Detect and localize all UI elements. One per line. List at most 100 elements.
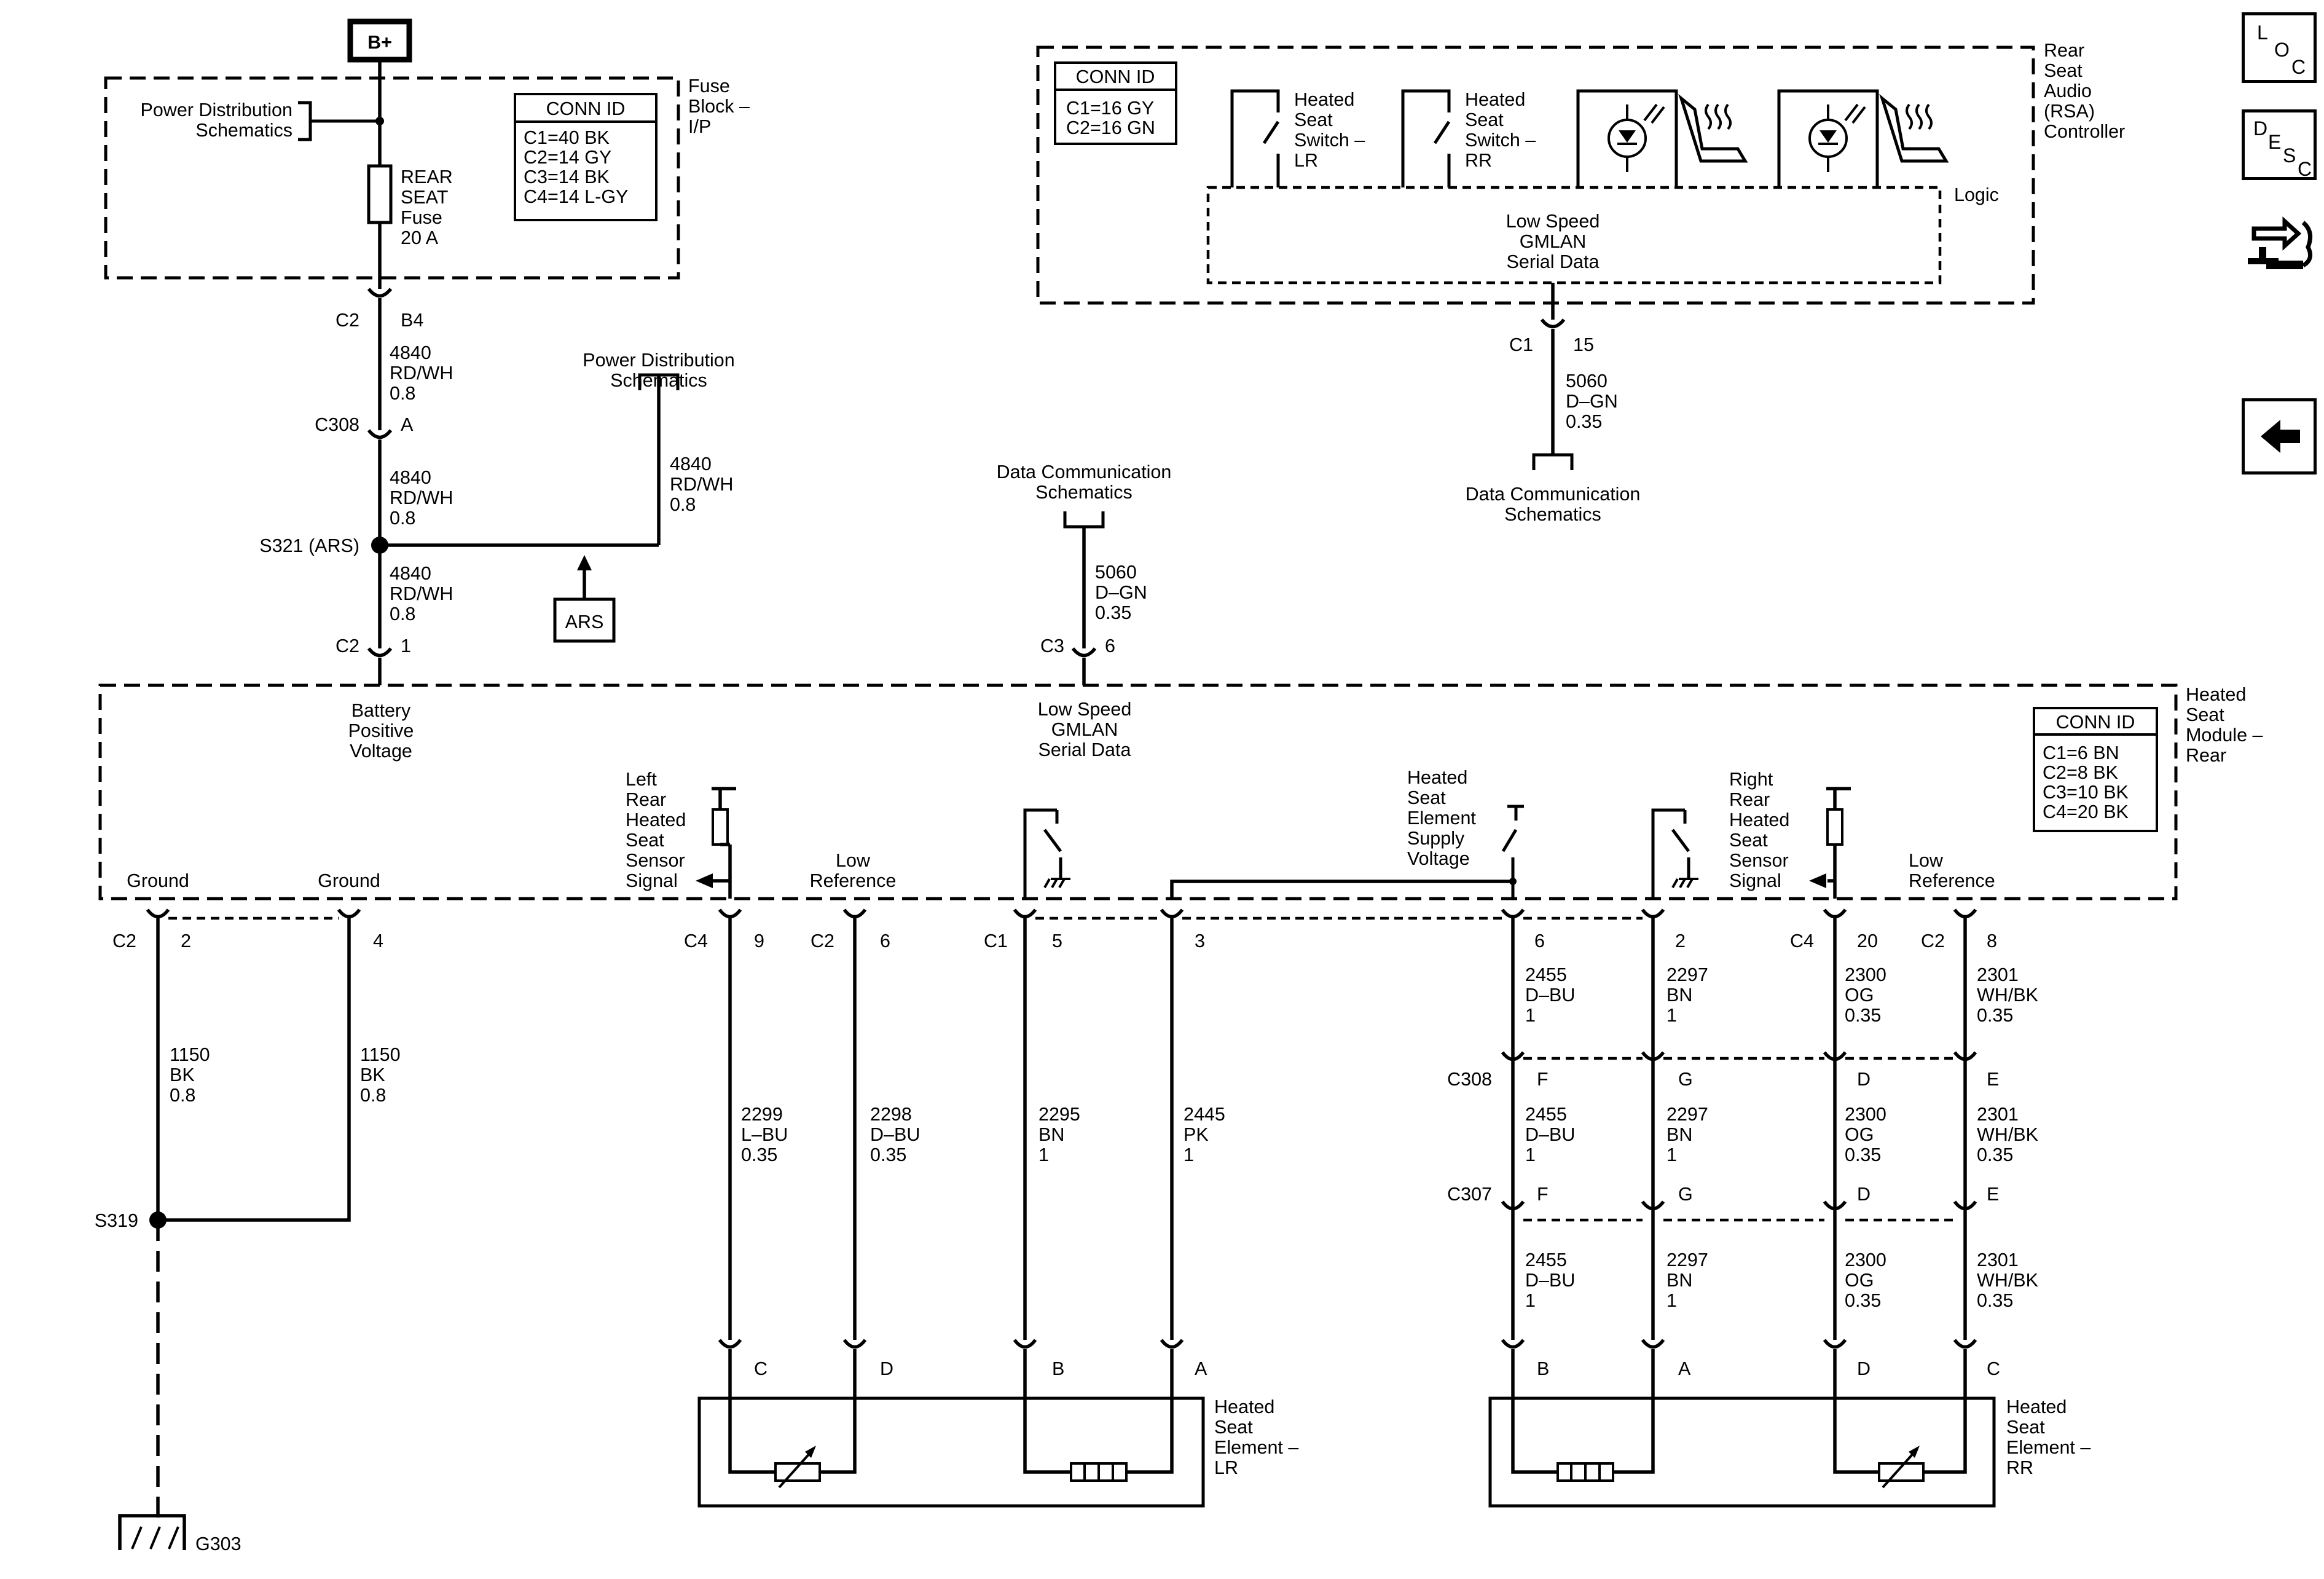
desc-letter: C — [2298, 158, 2312, 180]
switch-lr-label: LR — [1294, 150, 1318, 171]
rr-sensor-label: Signal — [1729, 870, 1781, 891]
pin-label: F — [1537, 1069, 1549, 1090]
supply-label: Heated — [1407, 767, 1467, 788]
connector-label: C2 — [811, 931, 834, 951]
desc-letter: D — [2253, 117, 2268, 140]
wire-label: D–BU — [1525, 1270, 1575, 1291]
fuse-conn-id-row: C4=14 L-GY — [524, 186, 628, 207]
lr-sensor-label: Signal — [626, 870, 678, 891]
fuse-block-name-line3: I/P — [688, 116, 711, 137]
element-lr-label: Element – — [1214, 1437, 1298, 1458]
diagnostic-tool-button[interactable] — [2242, 204, 2317, 284]
rr-element-circuit: 2455 D–BU 1 2297 BN 1 2300 OG 0.35 2301 … — [1447, 918, 2090, 1508]
wire-label: WH/BK — [1977, 1270, 2038, 1291]
pin-label: C — [1987, 1358, 2000, 1379]
indicator-rr-led-icon — [1777, 89, 1879, 187]
module-conn-id-row: C3=10 BK — [2043, 782, 2129, 803]
rsa-logic-label: Logic — [1954, 184, 1999, 205]
switch-rr-bracket — [1401, 89, 1451, 187]
connector-label: C1 — [1509, 334, 1533, 355]
connector-label: C307 — [1447, 1184, 1492, 1205]
pin-label: 6 — [1534, 931, 1545, 951]
data-comm-dest-line1: Data Communication — [997, 462, 1172, 482]
rsa-conn-id-row: C2=16 GN — [1066, 117, 1155, 138]
wire-label: 2455 — [1525, 1250, 1567, 1270]
pin-label: 6 — [1105, 636, 1115, 656]
wire-label: 4840 — [670, 454, 712, 474]
pin-label: 6 — [880, 931, 890, 951]
pin-label: 9 — [754, 931, 764, 951]
fuse-label-line3: Fuse — [401, 207, 442, 228]
pin-label: B — [1537, 1358, 1549, 1379]
wire-label: PK — [1184, 1124, 1209, 1145]
switch-rr-label: Seat — [1465, 109, 1504, 130]
loc-letter: L — [2257, 22, 2268, 44]
wire-label: 5060 — [1095, 562, 1137, 583]
desc-letter: E — [2268, 131, 2282, 153]
rsa-gmlan-label: Low Speed — [1506, 211, 1600, 232]
back-button[interactable] — [2242, 398, 2317, 474]
rr-sensor-label: Rear — [1729, 789, 1770, 810]
description-button[interactable]: D E S C — [2242, 109, 2317, 180]
supply-label: Element — [1407, 808, 1476, 829]
element-rr-label: Element – — [2006, 1437, 2090, 1458]
ground-label: Ground — [318, 870, 380, 891]
fuse-icon — [367, 164, 393, 224]
switch-lr-label: Heated — [1294, 89, 1354, 110]
rsa-gmlan-label: Serial Data — [1507, 251, 1600, 272]
lr-temp-sensor-icon — [774, 1446, 821, 1489]
ground-label: G303 — [195, 1534, 241, 1554]
battery-voltage-label: Positive — [348, 720, 414, 741]
back-arrow-icon — [2261, 420, 2300, 453]
element-rr-label: Heated — [2006, 1396, 2067, 1417]
heated-seat-rr-icon — [1879, 93, 1949, 163]
fuse-label-line4: 20 A — [401, 227, 439, 248]
wire-label: OG — [1845, 985, 1874, 1006]
wire-label: 2297 — [1666, 964, 1708, 985]
wire-label: 0.8 — [360, 1085, 386, 1106]
module-gmlan-label: Low Speed — [1038, 699, 1132, 720]
lr-sensor-pullup-icon — [696, 787, 736, 899]
wire-label: 4840 — [390, 342, 431, 363]
wire-label: 0.35 — [1095, 602, 1131, 623]
module-conn-id-table — [2033, 707, 2158, 832]
pin-label: D — [1857, 1184, 1871, 1205]
splice-label: S321 (ARS) — [259, 535, 359, 556]
power-distribution-bracket — [298, 101, 380, 141]
power-distribution-line1: Power Distribution — [141, 100, 293, 120]
wire-label: 2455 — [1525, 964, 1567, 985]
pin-label: D — [1857, 1358, 1871, 1379]
wire-label: 1150 — [170, 1044, 210, 1065]
low-ref-label: Reference — [810, 870, 897, 891]
rr-sensor-pullup-icon — [1809, 787, 1851, 899]
module-name-line: Seat — [2186, 704, 2224, 725]
indicator-lr-led-icon — [1576, 89, 1678, 187]
rr-temp-sensor-icon — [1878, 1446, 1925, 1489]
pin-label: G — [1678, 1069, 1693, 1090]
ars-arrow-icon — [577, 555, 592, 570]
module-conn-id-row: C1=6 BN — [2043, 742, 2119, 763]
splice-label: S319 — [95, 1210, 138, 1231]
fuse-label-line2: SEAT — [401, 187, 448, 208]
wire-label: 2300 — [1845, 1250, 1886, 1270]
wire-label: 2445 — [1184, 1104, 1225, 1125]
pin-label: A — [1678, 1358, 1691, 1379]
module-name-line: Module – — [2186, 725, 2263, 746]
pin-label: F — [1537, 1184, 1549, 1205]
connector-label: C2 — [1921, 931, 1945, 951]
battery-positive-label: B+ — [367, 32, 392, 53]
connector-label: C3 — [1040, 636, 1064, 656]
pin-label: C — [754, 1358, 767, 1379]
element-lr-label: Heated — [1214, 1396, 1274, 1417]
branch-dest-line1: Power Distribution — [583, 350, 735, 371]
rr-sensor-label: Heated — [1729, 809, 1789, 830]
pin-label: D — [1857, 1069, 1871, 1090]
connector-label: C2 — [336, 310, 359, 331]
ground-circuit: S319 G303 1150 BK 0.8 1150 BK 0.8 — [95, 918, 401, 1554]
switch-lr-label: Switch – — [1294, 130, 1365, 151]
wire-label: 0.35 — [1977, 1005, 2013, 1026]
connector-label: C1 — [984, 931, 1008, 951]
loc-letter: O — [2274, 39, 2290, 61]
module-name-line: Heated — [2186, 684, 2246, 705]
location-button[interactable]: L O C — [2242, 12, 2317, 83]
